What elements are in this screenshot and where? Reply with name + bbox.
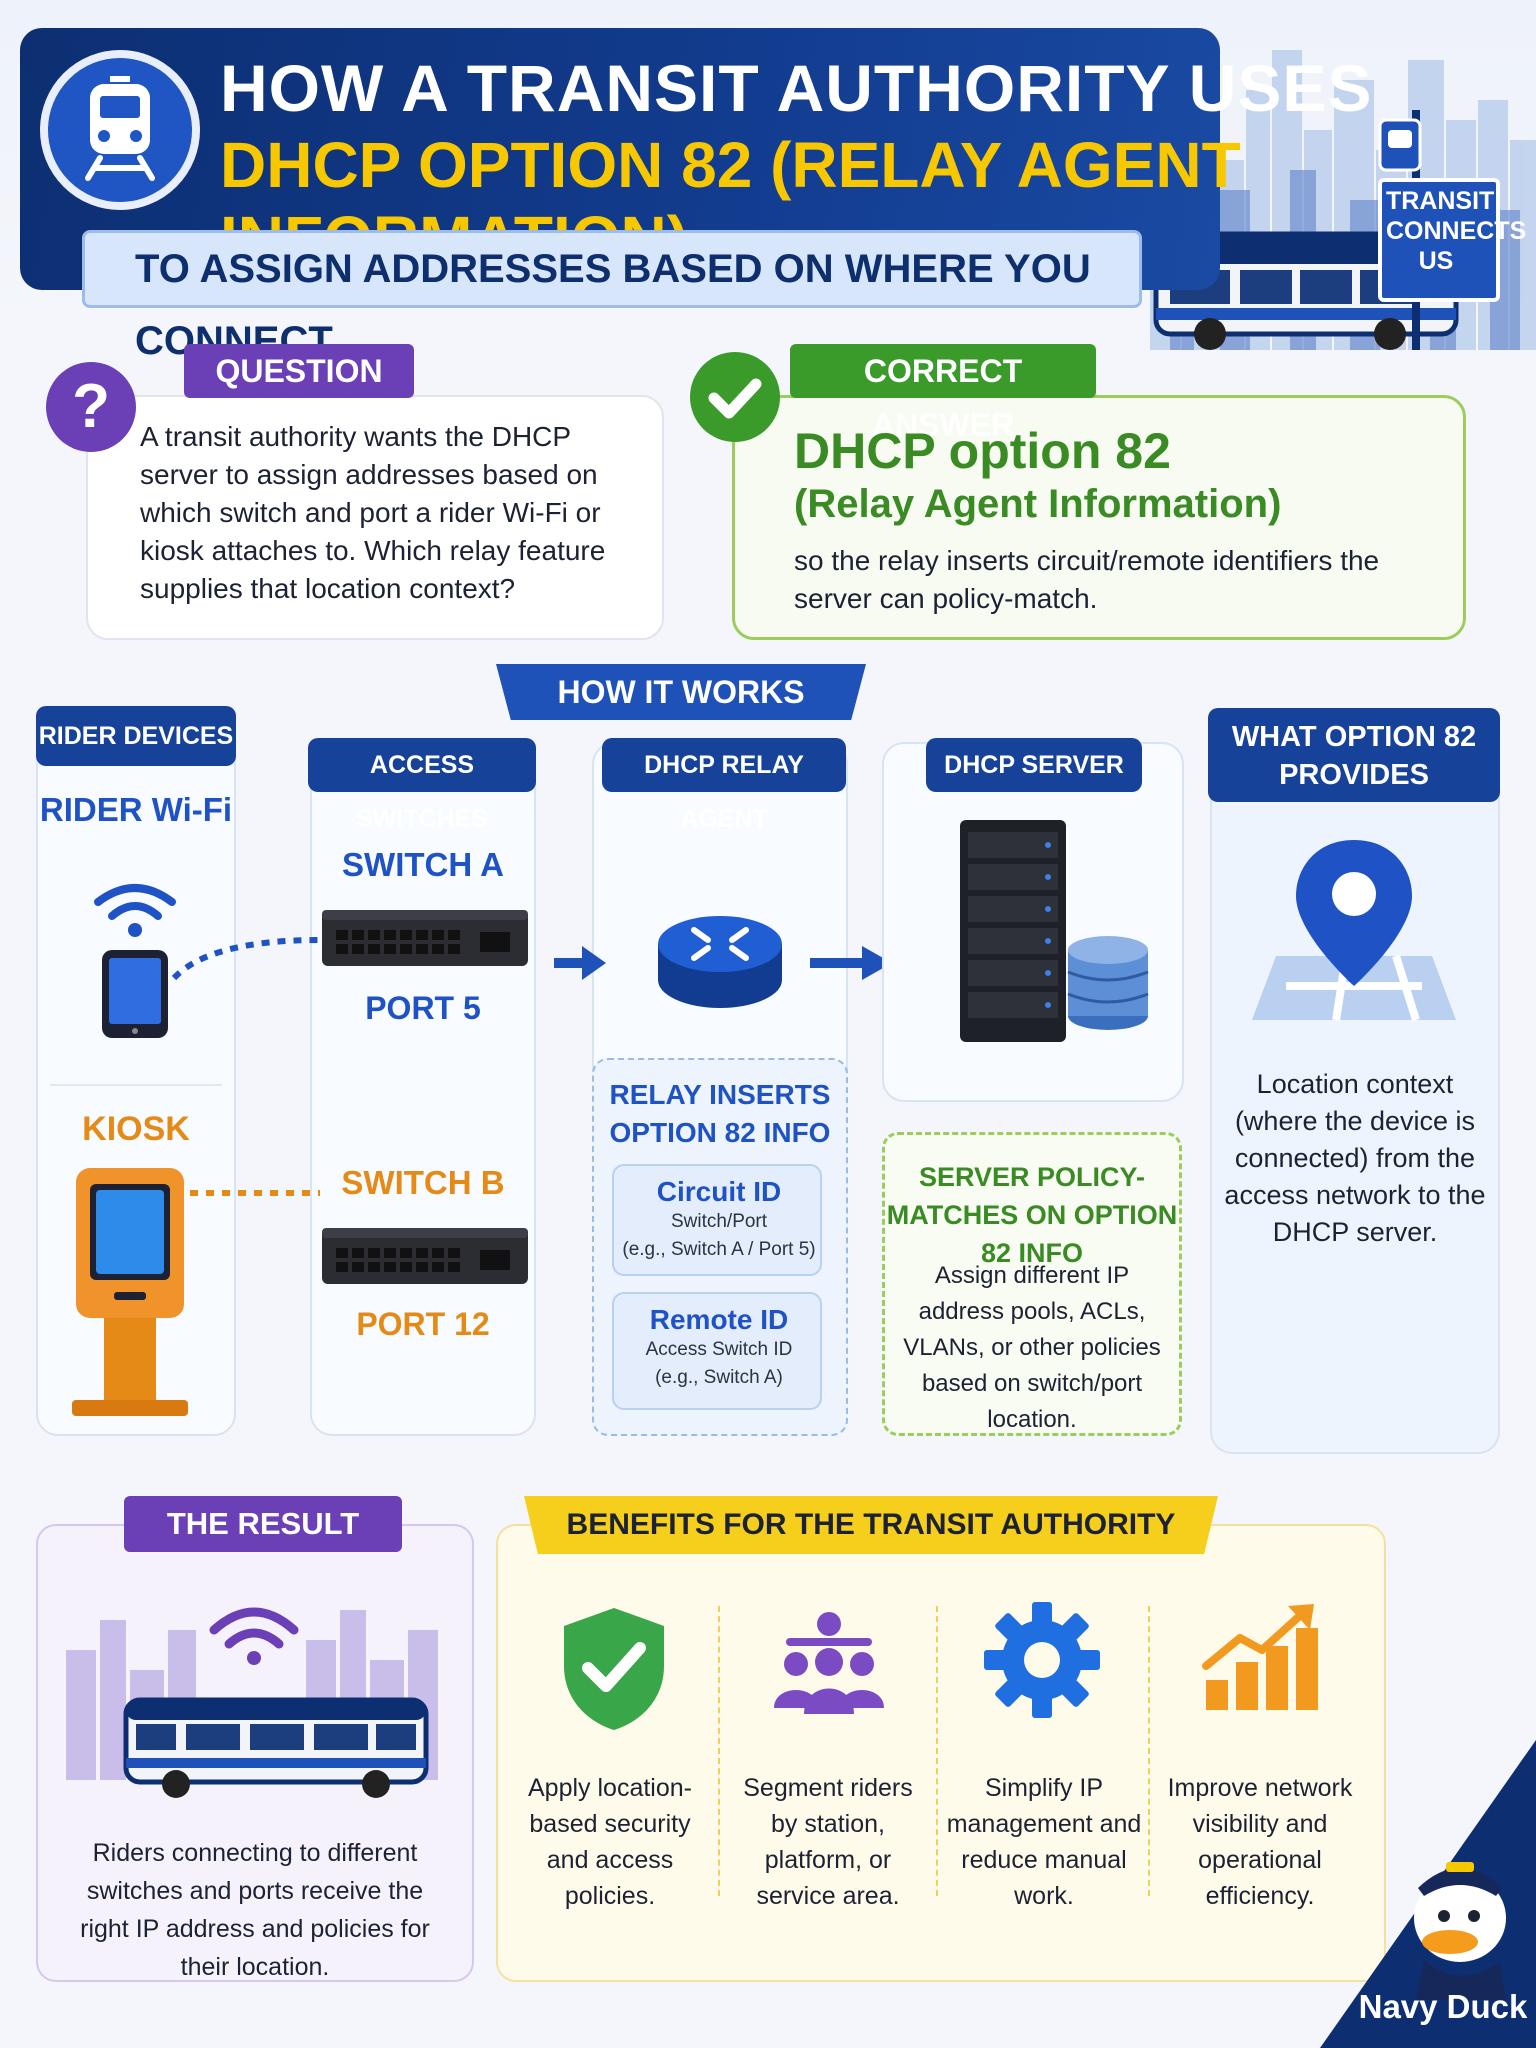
- result-bus-illustration: [66, 1607, 438, 1798]
- arrow-right-icon: [554, 946, 606, 980]
- access-switches-column: [310, 742, 536, 1436]
- switch-b-icon: [322, 1228, 528, 1284]
- option82-provides-tag: WHAT OPTION 82 PROVIDES: [1208, 708, 1500, 802]
- access-switches-tag: ACCESS SWITCHES: [308, 738, 536, 833]
- server-icon: [960, 820, 1149, 1042]
- people-group-icon: [774, 1612, 884, 1714]
- port-5-label: PORT 5: [365, 990, 481, 1026]
- bus-icon: [123, 1697, 429, 1798]
- circuit-id-line2: (e.g., Switch A / Port 5): [622, 1239, 816, 1260]
- navy-duck-mascot: [1320, 1740, 1536, 2048]
- remote-id-line2: (e.g., Switch A): [655, 1367, 783, 1388]
- shield-check-icon: [564, 1608, 664, 1730]
- option82-provides-column: [1210, 712, 1500, 1454]
- kiosk-label: KIOSK: [82, 1110, 190, 1148]
- switch-b-label: SWITCH B: [341, 1164, 505, 1201]
- remote-id-card: Remote ID Access Switch ID (e.g., Switch…: [612, 1292, 822, 1410]
- brand-name: Navy Duck: [1358, 1988, 1528, 2025]
- relay-inserts-title: RELAY INSERTS OPTION 82 INFO: [609, 1079, 831, 1148]
- duck-icon: [1414, 1862, 1506, 2000]
- relay-agent-tag: DHCP RELAY AGENT: [602, 738, 846, 833]
- benefit-text-visibility: Improve network visibility and operation…: [1167, 1774, 1353, 1910]
- logo-badge: [40, 50, 200, 210]
- benefit-divider: [1148, 1606, 1150, 1896]
- circuit-id-card: Circuit ID Switch/Port (e.g., Switch A /…: [612, 1164, 822, 1276]
- benefit-divider: [936, 1606, 938, 1896]
- question-tag: QUESTION: [184, 344, 414, 398]
- benefit-divider: [718, 1606, 720, 1896]
- benefit-text-segment: Segment riders by station, platform, or …: [743, 1774, 913, 1910]
- port-12-label: PORT 12: [356, 1306, 490, 1342]
- result-tag: THE RESULT: [124, 1496, 402, 1552]
- rider-wifi-label: RIDER Wi-Fi: [39, 791, 233, 828]
- answer-card: [732, 395, 1466, 640]
- gear-icon: [984, 1602, 1100, 1718]
- switch-a-label: SWITCH A: [342, 846, 504, 883]
- circuit-id-line1: Switch/Port: [670, 1211, 768, 1232]
- remote-id-title: Remote ID: [649, 1304, 789, 1335]
- database-icon: [1067, 936, 1149, 1030]
- checkmark-icon: [690, 352, 780, 442]
- server-policy-description: Assign different IP address pools, ACLs,…: [903, 1262, 1161, 1433]
- router-icon: [658, 916, 782, 1008]
- question-mark-icon: ?: [46, 362, 136, 452]
- device-connectors: [171, 937, 321, 1196]
- answer-description: so the relay inserts circuit/remote iden…: [794, 545, 1380, 614]
- tablet-icon: [102, 950, 168, 1038]
- dhcp-server-tag: DHCP SERVER: [926, 738, 1142, 792]
- page-title-line1: HOW A TRANSIT AUTHORITY USES: [220, 51, 1373, 125]
- result-description: Riders connecting to different switches …: [80, 1839, 430, 1981]
- answer-tag: CORRECT ANSWER: [790, 344, 1096, 443]
- benefit-text-simplify: Simplify IP management and reduce manual…: [946, 1774, 1142, 1910]
- device-divider: [50, 1084, 222, 1086]
- train-icon: [85, 76, 155, 181]
- kiosk-icon: [72, 1168, 188, 1416]
- wifi-icon: [94, 884, 176, 937]
- chart-up-icon: [1202, 1604, 1318, 1710]
- switch-a-icon: [322, 910, 528, 966]
- wifi-icon: [209, 1607, 299, 1665]
- option82-provides-description: Location context (where the device is co…: [1224, 1069, 1486, 1247]
- question-text: A transit authority wants the DHCP serve…: [140, 421, 606, 604]
- arrow-right-icon: [810, 946, 892, 980]
- map-pin-icon: [1252, 840, 1456, 1022]
- benefit-text-security: Apply location-based security and access…: [528, 1774, 692, 1910]
- answer-subtitle: (Relay Agent Information): [794, 482, 1282, 526]
- circuit-id-title: Circuit ID: [656, 1176, 782, 1207]
- remote-id-line1: Access Switch ID: [645, 1339, 793, 1360]
- page-subtitle: TO ASSIGN ADDRESSES BASED ON WHERE YOU C…: [82, 230, 1142, 363]
- how-it-works-banner: HOW IT WORKS: [496, 664, 866, 720]
- rider-devices-tag: RIDER DEVICES: [36, 706, 236, 766]
- benefits-tag: BENEFITS FOR THE TRANSIT AUTHORITY: [524, 1496, 1218, 1554]
- server-policy-title: SERVER POLICY-MATCHES ON OPTION 82 INFO: [886, 1162, 1178, 1268]
- server-policy-box: [882, 1132, 1182, 1436]
- question-card: [86, 395, 664, 640]
- answer-title: DHCP option 82: [794, 423, 1171, 479]
